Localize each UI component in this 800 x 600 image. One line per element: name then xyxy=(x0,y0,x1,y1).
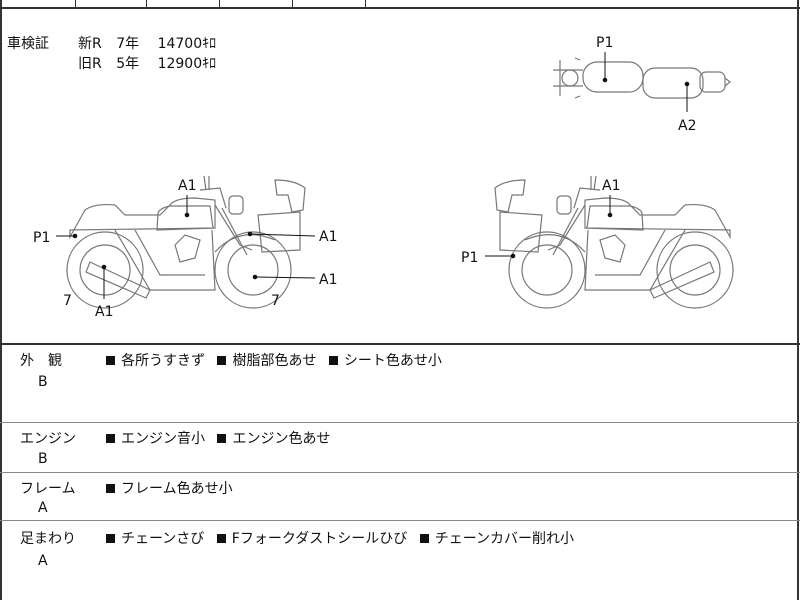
bike-left-view xyxy=(66,175,306,309)
section-appearance-grade: B xyxy=(38,374,48,390)
mark-a1-front-wheel: A1 xyxy=(319,272,337,288)
inspection-fee: 14700ｷﾛ xyxy=(157,36,217,52)
inspection-type: 新R xyxy=(78,36,102,52)
mark-p1-case: P1 xyxy=(461,250,478,266)
bike-right-view xyxy=(494,175,734,309)
mark-a1-fork: A1 xyxy=(319,229,337,245)
inspection-row: 新R 7年 14700ｷﾛ xyxy=(78,33,216,53)
section-frame-grade: A xyxy=(38,500,48,516)
divider xyxy=(0,343,800,345)
bullet-icon xyxy=(328,356,338,365)
mark-rear-tire: 7 xyxy=(63,293,72,309)
divider xyxy=(0,422,800,423)
bullet-icon xyxy=(217,356,227,365)
divider xyxy=(0,7,800,9)
section-appearance-title: 外 観 xyxy=(20,353,62,369)
section-suspension-title: 足まわり xyxy=(20,531,76,547)
section-engine-title: エンジン xyxy=(20,431,76,447)
header-cell xyxy=(73,0,147,8)
inspection-fee: 12900ｷﾛ xyxy=(157,56,217,72)
left-border xyxy=(0,0,2,600)
right-border xyxy=(797,0,799,600)
mark-p1-top: P1 xyxy=(596,35,613,51)
header-cell xyxy=(292,0,366,8)
bullet-icon xyxy=(106,534,115,543)
section-frame-title: フレーム xyxy=(20,481,76,497)
bike-top-view xyxy=(553,57,731,99)
mark-a1-tank: A1 xyxy=(178,178,196,194)
bullet-icon xyxy=(217,434,227,443)
divider xyxy=(0,472,800,473)
header-cell xyxy=(146,0,220,8)
mark-a1-muffler: A1 xyxy=(95,304,113,320)
header-cell xyxy=(219,0,293,8)
section-frame-items: フレーム色あせ小 xyxy=(106,478,241,498)
inspection-years: 5年 xyxy=(116,56,140,72)
bullet-icon xyxy=(419,534,429,543)
mark-p1-rear: P1 xyxy=(33,230,50,246)
section-engine-grade: B xyxy=(38,451,48,467)
bullet-icon xyxy=(106,356,115,365)
inspection-years: 7年 xyxy=(116,36,140,52)
inspection-type: 旧R xyxy=(78,56,102,72)
inspection-row: 旧R 5年 12900ｷﾛ xyxy=(78,53,216,73)
section-engine-items: エンジン音小 エンジン色あせ xyxy=(106,428,338,448)
bullet-icon xyxy=(106,434,115,443)
bullet-icon xyxy=(216,534,226,543)
mark-a2-top: A2 xyxy=(678,118,696,134)
mark-a1-tank-right: A1 xyxy=(602,178,620,194)
motorcycle-diagram: P1 A2 A1 P1 A1 A1 A1 7 7 A1 P1 xyxy=(33,35,734,320)
section-suspension-grade: A xyxy=(38,553,48,569)
mark-front-tire: 7 xyxy=(271,293,280,309)
section-appearance-items: 各所うすきず 樹脂部色あせ シート色あせ小 xyxy=(106,350,450,370)
bullet-icon xyxy=(106,484,115,493)
inspection-label: 車検証 xyxy=(7,36,49,52)
section-suspension-items: チェーンさび Fフォークダストシールひび チェーンカバー削れ小 xyxy=(106,528,582,548)
divider xyxy=(0,520,800,521)
